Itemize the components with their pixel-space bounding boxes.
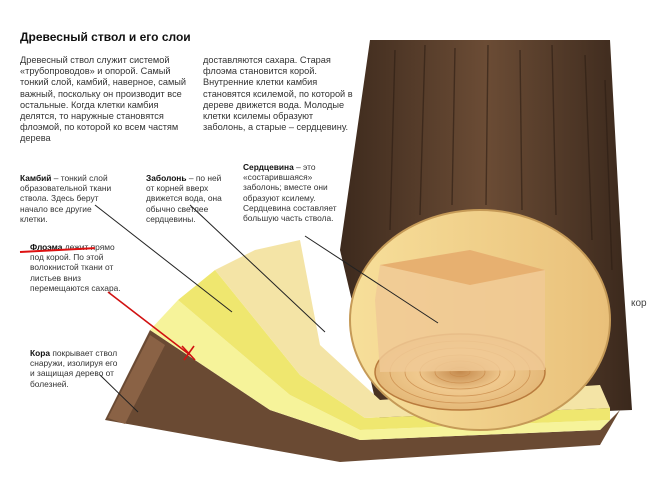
bark-term: Кора xyxy=(30,348,51,358)
sapwood-layer xyxy=(215,240,610,418)
heartwood-column xyxy=(375,250,545,372)
bark-label: Кора покрывает ствол снаружи, изолируя е… xyxy=(30,348,122,389)
cambium-text: – тонкий слой образовательной ткани ство… xyxy=(20,173,112,224)
sapwood-label: Заболонь – по ней от корней вверх движет… xyxy=(146,173,224,224)
sapwood-text: – по ней от корней вверх движется вода, … xyxy=(146,173,222,224)
cambium-term: Камбий xyxy=(20,173,52,183)
phloem-text: лежит прямо под корой. По этой волокнист… xyxy=(30,242,121,293)
page-title: Древесный ствол и его слои xyxy=(20,30,191,44)
phloem-layer xyxy=(150,300,610,440)
intro-right-paragraph: доставляются сахара. Старая флоэма стано… xyxy=(203,55,353,133)
red-annotation-arrow xyxy=(107,291,196,361)
phloem-term: Флоэма xyxy=(30,242,63,252)
intro-left-paragraph: Древесный ствол служит системой «трубопр… xyxy=(20,55,187,144)
heartwood-label: Сердцевина – это «состарившаяся» заболон… xyxy=(243,162,343,223)
bark-layer xyxy=(105,330,620,462)
heartwood-term: Сердцевина xyxy=(243,162,294,172)
cambium-label: Камбий – тонкий слой образовательной тка… xyxy=(20,173,118,224)
cut-off-side-word: кор xyxy=(631,298,647,309)
phloem-label: Флоэма лежит прямо под корой. По этой во… xyxy=(30,242,126,293)
cambium-layer xyxy=(178,270,610,430)
bark-text: покрывает ствол снаружи, изолируя его и … xyxy=(30,348,118,389)
heartwood-text: – это «состарившаяся» заболонь; вместе о… xyxy=(243,162,337,224)
sapwood-term: Заболонь xyxy=(146,173,187,183)
